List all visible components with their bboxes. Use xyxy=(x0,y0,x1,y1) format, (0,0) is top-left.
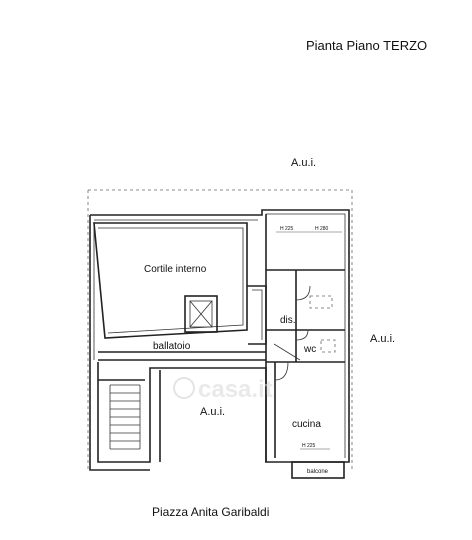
inner-wall-line xyxy=(93,213,346,458)
label-cortile: Cortile interno xyxy=(144,264,207,275)
ballatoio-walls xyxy=(98,351,266,361)
label-h225-top: H 225 xyxy=(280,226,294,232)
diagonal-line xyxy=(273,343,301,361)
courtyard-outline xyxy=(93,222,248,339)
stair-landing xyxy=(247,285,267,345)
label-dis: dis. xyxy=(280,315,296,326)
lower-left-walls xyxy=(97,362,267,463)
courtyard-inner-edge xyxy=(98,227,244,334)
door-arcs xyxy=(274,285,311,381)
skylight-box xyxy=(184,295,218,333)
plan-title: Pianta Piano TERZO xyxy=(306,38,427,53)
skylight-inner xyxy=(189,300,213,328)
stairs xyxy=(109,384,141,450)
label-aui-right: A.u.i. xyxy=(370,333,395,345)
dis-fixture xyxy=(309,295,333,309)
property-boundary xyxy=(87,189,353,470)
label-balcone: balcone xyxy=(307,469,329,475)
watermark-text: casa.it xyxy=(198,376,273,403)
skylight-cross xyxy=(189,300,213,328)
label-ballatoio: ballatoio xyxy=(153,341,191,352)
label-street: Piazza Anita Garibaldi xyxy=(152,505,269,519)
landing-wall xyxy=(252,289,263,340)
balcony-outline xyxy=(291,461,345,479)
label-aui-top: A.u.i. xyxy=(291,157,316,169)
watermark: casa.it xyxy=(173,376,273,403)
outer-walls xyxy=(89,209,350,471)
right-rooms-walls xyxy=(265,214,345,462)
wc-fixture xyxy=(320,339,336,353)
watermark-icon xyxy=(173,377,195,399)
label-aui-center: A.u.i. xyxy=(200,406,225,418)
label-wc: wc xyxy=(303,344,316,355)
label-cucina: cucina xyxy=(292,419,321,430)
label-h280: H 280 xyxy=(315,226,329,232)
label-h225-bottom: H 225 xyxy=(302,443,316,449)
